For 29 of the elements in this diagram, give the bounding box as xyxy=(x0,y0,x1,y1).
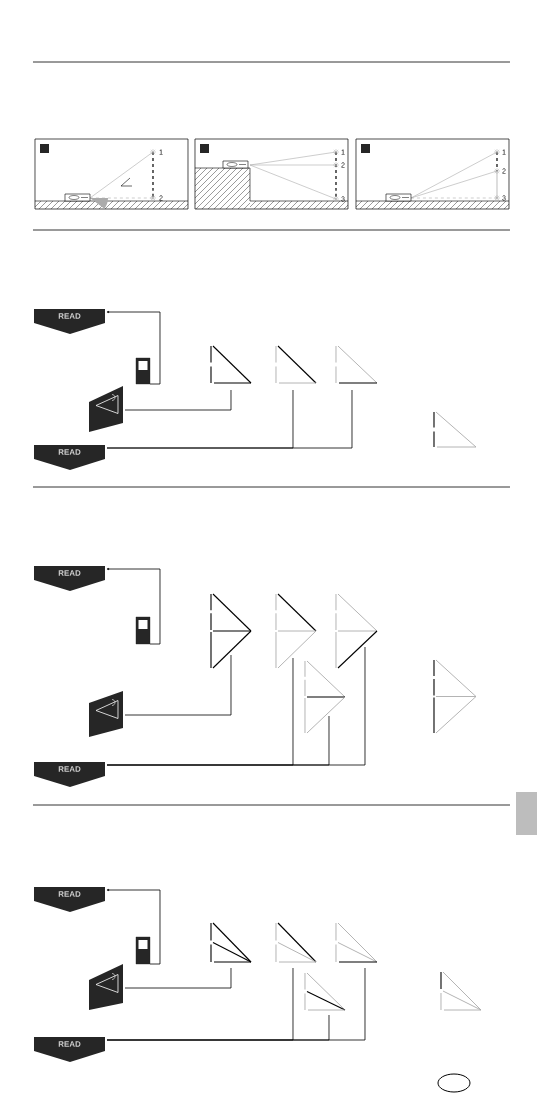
triangle-diagram xyxy=(275,922,317,963)
triangle-diagram xyxy=(335,922,378,963)
triangle-diagram xyxy=(440,971,482,1011)
triangle-diagram xyxy=(335,345,378,384)
triangle-diagram xyxy=(275,345,317,384)
connector-line xyxy=(124,967,232,989)
triangle-diagram xyxy=(433,659,477,734)
angle-key-icon xyxy=(89,964,123,1010)
triangle-diagram xyxy=(210,345,252,384)
connector-line xyxy=(124,389,232,411)
triangle-diagram xyxy=(210,593,252,669)
connector-line xyxy=(124,654,232,716)
device-icon xyxy=(135,357,151,385)
triangle-diagram xyxy=(433,411,477,448)
connector-line xyxy=(106,567,161,645)
triangle-diagram xyxy=(210,922,252,963)
device-icon xyxy=(135,936,151,965)
connector-line xyxy=(106,888,161,965)
triangle-diagram xyxy=(304,972,346,1011)
connector-line xyxy=(106,646,366,766)
connector-line xyxy=(106,967,366,1041)
device-icon xyxy=(135,616,151,645)
triangle-diagram xyxy=(275,593,317,669)
connector-line xyxy=(106,389,353,449)
connector-line xyxy=(106,310,161,385)
angle-key-icon xyxy=(89,691,123,737)
angle-key-icon xyxy=(89,386,123,432)
triangle-diagram xyxy=(335,593,378,669)
triangle-diagram xyxy=(304,660,346,734)
